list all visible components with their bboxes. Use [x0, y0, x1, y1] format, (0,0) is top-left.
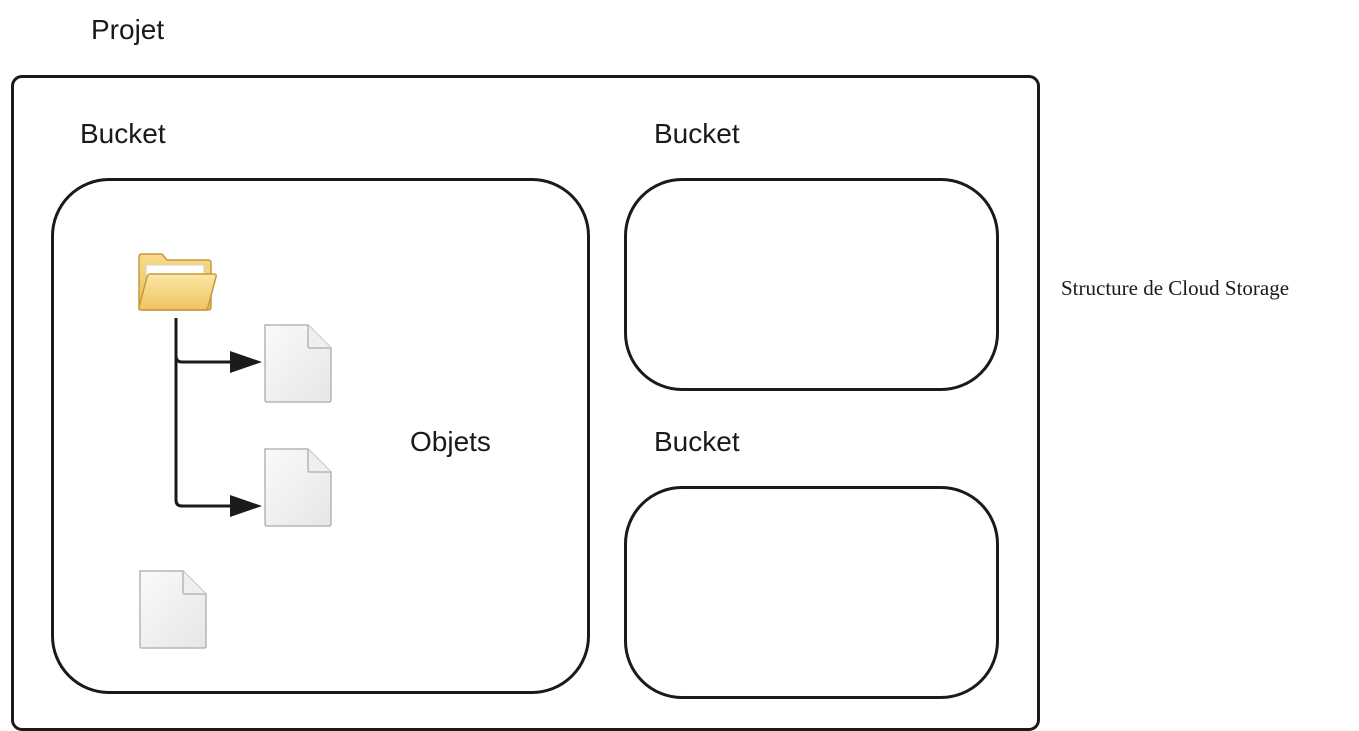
project-label: Projet	[91, 14, 165, 45]
bucket-label-bottom-right: Bucket	[654, 426, 740, 457]
connector-branch	[174, 355, 232, 364]
bucket-label-top-right: Bucket	[654, 118, 740, 149]
bucket-main	[51, 178, 590, 694]
file-icon	[264, 448, 332, 527]
folder-icon	[138, 253, 217, 311]
connector-line	[174, 318, 232, 508]
bucket-top-right	[624, 178, 999, 391]
bucket-label-main: Bucket	[80, 118, 166, 149]
file-icon	[139, 570, 207, 649]
file-icon	[264, 324, 332, 403]
bucket-bottom-right	[624, 486, 999, 699]
arrow-head-upper	[230, 351, 262, 373]
objects-label: Objets	[410, 426, 491, 457]
arrow-head-lower	[230, 495, 262, 517]
diagram-caption: Structure de Cloud Storage	[1061, 276, 1290, 300]
